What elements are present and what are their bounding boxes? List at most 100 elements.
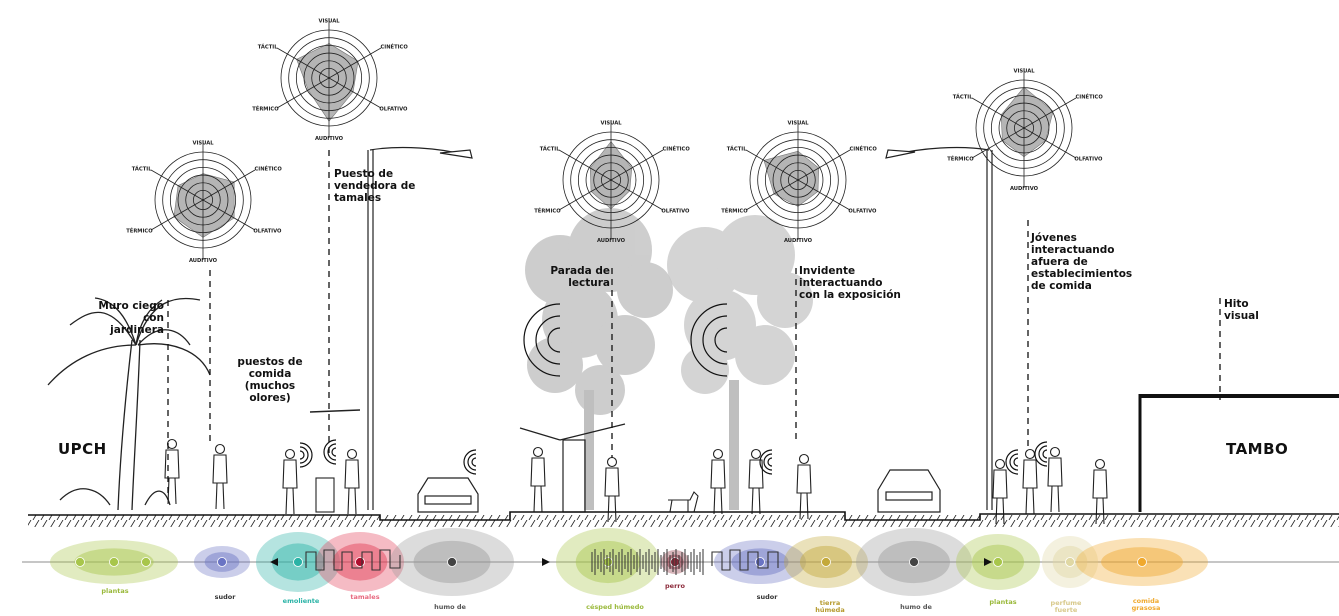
sensory-blob bbox=[390, 528, 514, 596]
person-figure bbox=[164, 438, 180, 505]
radar-area bbox=[1000, 86, 1054, 158]
person-figure bbox=[710, 448, 726, 515]
annotation-blind-wall: Muro ciego con jardinera bbox=[98, 300, 164, 336]
strip-label-humo-2: humo de bbox=[900, 603, 932, 611]
person-figure bbox=[1022, 448, 1038, 515]
food-stall bbox=[309, 409, 361, 513]
radar-charts: VISUAL CINÉTICO OLFATIVO AUDITIVO TÉRMICO TÁC… bbox=[126, 18, 1103, 264]
strip-label-comida: comida grasosa bbox=[1131, 597, 1161, 612]
lamp-post-2 bbox=[885, 146, 993, 510]
annotation-food-stalls: puestos de comida (muchos olores) bbox=[237, 356, 303, 404]
strip-label-perfume: perfume fuerte bbox=[1050, 599, 1082, 614]
arrow-left-icon bbox=[270, 558, 278, 566]
annotation-youth: Jóvenes interactuando afuera de establec… bbox=[1031, 232, 1133, 292]
strip-label-cesped: césped húmedo bbox=[586, 603, 644, 611]
place-label-upch: UPCH bbox=[58, 440, 107, 458]
sensory-dot bbox=[141, 557, 151, 567]
sensory-blob bbox=[556, 528, 660, 596]
radar-axis-label: VISUAL bbox=[600, 121, 622, 127]
arrow-right-icon bbox=[984, 558, 992, 566]
person-figure bbox=[992, 458, 1008, 525]
person-figure bbox=[282, 448, 298, 515]
radar-axis-label: AUDITIVO bbox=[315, 136, 344, 142]
sound-signal-icon bbox=[711, 549, 779, 571]
radar-axis-label: OLFATIVO bbox=[848, 209, 877, 215]
radar-axis-label: VISUAL bbox=[192, 141, 214, 147]
people-figures bbox=[164, 409, 1108, 525]
annotation-visual-landmark: Hito visual bbox=[1224, 298, 1259, 322]
strip-label-sudor-2: sudor bbox=[756, 593, 778, 601]
person-figure bbox=[1047, 446, 1063, 513]
radar-axis-label: AUDITIVO bbox=[784, 238, 813, 244]
strip-label-tierra: tierra húmeda bbox=[815, 599, 845, 614]
radar-axis-label: CINÉTICO bbox=[662, 144, 690, 152]
strip-label-perro: perro bbox=[665, 582, 685, 590]
person-figure bbox=[344, 448, 360, 515]
radar-axis-label: CINÉTICO bbox=[254, 164, 282, 172]
radar-axis-label: AUDITIVO bbox=[597, 238, 626, 244]
sensory-blob bbox=[956, 534, 1040, 590]
strip-label-plantas-2: plantas bbox=[989, 598, 1017, 606]
sound-waves bbox=[299, 303, 1048, 475]
person-figure bbox=[604, 456, 620, 523]
strip-label-humo-1: humo de bbox=[434, 603, 466, 611]
strip-label-emoliente: emoliente bbox=[282, 597, 320, 605]
sensory-blob bbox=[856, 528, 972, 596]
tambo-building bbox=[1138, 394, 1339, 512]
radar-chart-1: VISUAL CINÉTICO OLFATIVO AUDITIVO TÉRMICO TÁC… bbox=[126, 140, 282, 264]
strip-label-plantas: plantas bbox=[101, 587, 129, 595]
radar-axis-label: AUDITIVO bbox=[189, 258, 218, 264]
sensory-dot bbox=[75, 557, 85, 567]
radar-axis-label: TÉRMICO bbox=[252, 105, 279, 113]
lamp-post-1 bbox=[367, 146, 473, 510]
radar-axis-label: AUDITIVO bbox=[1010, 186, 1039, 192]
person-figure bbox=[1092, 458, 1108, 525]
dog-figure bbox=[668, 491, 699, 513]
second-tree bbox=[667, 215, 813, 510]
person-figure bbox=[748, 448, 764, 515]
ground-section bbox=[28, 511, 1339, 527]
sensory-blob bbox=[784, 536, 868, 588]
radar-axis-label: CINÉTICO bbox=[1075, 92, 1103, 100]
radar-axis-label: OLFATIVO bbox=[379, 107, 408, 113]
car-right bbox=[877, 469, 941, 513]
person-figure bbox=[212, 443, 228, 510]
radar-axis-label: CINÉTICO bbox=[849, 144, 877, 152]
radar-axis-label: VISUAL bbox=[1013, 69, 1035, 75]
radar-axis-label: VISUAL bbox=[318, 19, 340, 25]
radar-axis-label: TÁCTIL bbox=[540, 145, 560, 152]
radar-chart-4: VISUALCINÉTICOOLFATIVOAUDITIVOTÉRMICOTÁC… bbox=[721, 120, 877, 244]
radar-axis-label: OLFATIVO bbox=[1074, 157, 1103, 163]
sensory-blob bbox=[316, 532, 404, 592]
sound-signal-icon bbox=[305, 549, 401, 571]
radar-axis-label: TÁCTIL bbox=[953, 93, 973, 100]
sensory-blob bbox=[50, 540, 178, 584]
sensory-blob bbox=[256, 532, 340, 592]
radar-area bbox=[173, 173, 235, 238]
sensory-strip bbox=[22, 528, 1339, 596]
sensory-blob bbox=[194, 546, 250, 578]
annotation-reading-stop: Parada de lectura bbox=[550, 265, 610, 289]
place-label-tambo: TAMBO bbox=[1226, 440, 1289, 458]
arrow-right-icon bbox=[542, 558, 550, 566]
sensory-blob bbox=[1076, 538, 1208, 586]
radar-axis-label: TÁCTIL bbox=[258, 43, 278, 50]
strip-label-sudor: sudor bbox=[214, 593, 236, 601]
radar-axis-label: TÉRMICO bbox=[126, 227, 153, 235]
leader-lines bbox=[167, 150, 1221, 500]
radar-axis-label: OLFATIVO bbox=[253, 229, 282, 235]
reading-tree bbox=[525, 208, 673, 510]
annotation-blind-person: Invidente interactuando con la exposició… bbox=[799, 265, 901, 301]
sound-bars-icon bbox=[591, 549, 704, 575]
person-figure bbox=[796, 453, 812, 520]
radar-chart-5: VISUAL CINÉTICO OLFATIVO AUDITIVO TÉRMICO TÁC… bbox=[947, 68, 1103, 192]
radar-axis-label: TÉRMICO bbox=[947, 155, 974, 163]
radar-axis-label: OLFATIVO bbox=[661, 209, 690, 215]
strip-label-tamales: tamales bbox=[350, 593, 380, 601]
radar-chart-3: VISUALCINÉTICOOLFATIVOAUDITIVOTÉRMICOTÁC… bbox=[534, 120, 690, 244]
radar-axis-label: TÁCTIL bbox=[132, 165, 152, 172]
person-figure bbox=[530, 446, 546, 513]
radar-axis-label: VISUAL bbox=[787, 121, 809, 127]
annotation-tamales-vendor: Puesto de vendedora de tamales bbox=[334, 168, 416, 204]
